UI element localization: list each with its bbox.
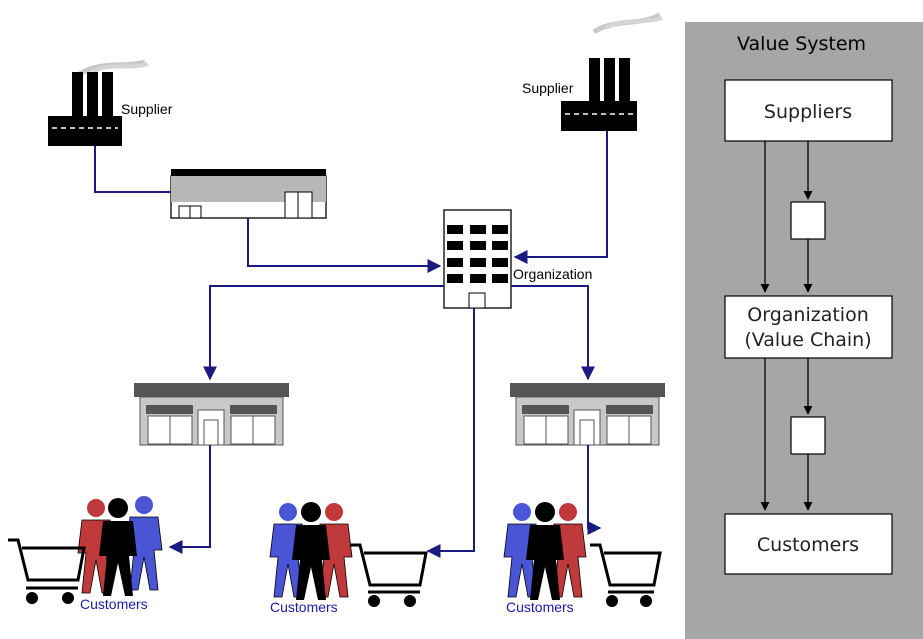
store-right-icon (510, 383, 665, 446)
supplier-right-label: Supplier (522, 80, 574, 96)
customers-box-label: Customers (757, 534, 859, 556)
intermediary-box-upper (790, 201, 826, 240)
organization-box (724, 295, 893, 359)
customers-label-right: Customers (506, 599, 574, 615)
customers-label-middle: Customers (270, 599, 338, 615)
customer-group-middle-icon (269, 502, 428, 607)
organization-box-label-line1: Organization (747, 304, 868, 326)
customers-box (724, 513, 893, 575)
warehouse-icon (170, 169, 327, 219)
store-left-icon (134, 383, 289, 446)
customer-group-left-icon (8, 496, 163, 604)
flow-lines (94, 131, 608, 558)
suppliers-box (724, 79, 893, 142)
customer-group-right-icon (503, 502, 662, 607)
customers-label-left: Customers (80, 596, 148, 612)
value-system-panel: Value System Suppliers Organization (Val… (685, 22, 923, 639)
intermediary-box-lower (790, 416, 826, 455)
supplier-factory-right-icon (561, 12, 663, 131)
organization-building-icon (443, 209, 512, 309)
supplier-factory-left-icon (48, 59, 149, 146)
value-system-title: Value System (737, 33, 866, 55)
organization-box-label-line2: (Value Chain) (744, 329, 871, 351)
supplier-left-label: Supplier (121, 101, 173, 117)
organization-label: Organization (513, 266, 592, 282)
suppliers-box-label: Suppliers (764, 101, 852, 123)
